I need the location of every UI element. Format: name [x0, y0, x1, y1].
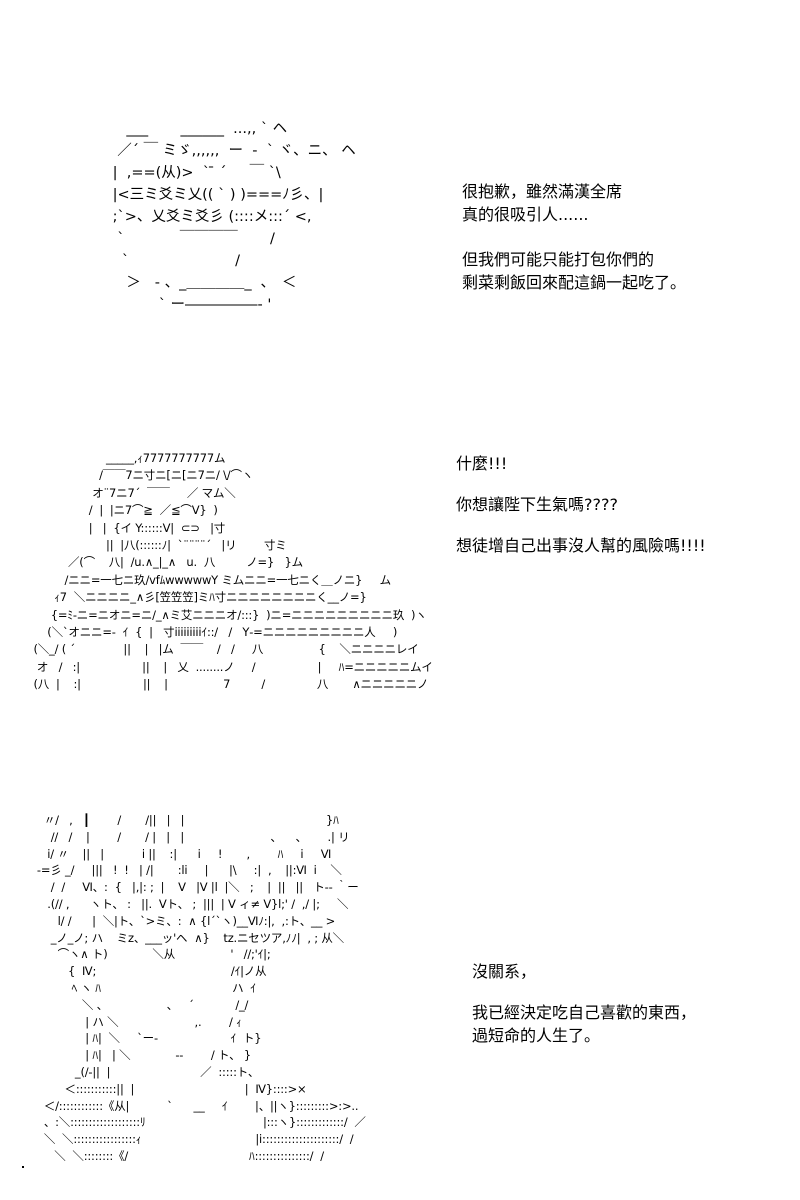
dialog-line-1: 很抱歉，雖然滿漢全席 真的很吸引人...... [462, 182, 623, 224]
ascii-art-pot: ___ ______ ...,, ` ヘ ／´ ￣ ミゞ,,,,,, ー - `… [112, 121, 356, 313]
ascii-art-character-hat: _____,ｨ7777777777ム /￣￣7ニ寸ニ[ニ[ニ7ニ/ \/⌒ヽ オ… [33, 451, 433, 692]
stray-dot [22, 1166, 24, 1168]
dialog-line-2: 但我們可能只能打包你們的 剩菜剩飯回來配這鍋一起吃了。 [462, 250, 687, 292]
dialog-line-2: 你想讓陛下生氣嗎???? [456, 495, 618, 514]
panel-apology: ___ ______ ...,, ` ヘ ／´ ￣ ミゞ,,,,,, ー - `… [0, 110, 800, 340]
dialog-panel-2: 什麼!!! 你想讓陛下生氣嗎???? 想徒增自己出事沒人幫的風險嗎!!!! [456, 452, 706, 575]
ascii-art-character-hair: 〃/ , ┃ / /|| | | }ﾊ // / | / / | | | 、 、… [36, 813, 366, 1163]
panel-shock: _____,ｨ7777777777ム /￣￣7ニ寸ニ[ニ[ニ7ニ/ \/⌒ヽ オ… [0, 440, 800, 720]
dialog-panel-3: 沒關系， 我已經決定吃自己喜歡的東西， 過短命的人生了。 [472, 960, 696, 1065]
panel-resolve: 〃/ , ┃ / /|| | | }ﾊ // / | / / | | | 、 、… [0, 800, 800, 1180]
dialog-line-3: 想徒增自己出事沒人幫的風險嗎!!!! [456, 536, 706, 555]
dialog-line-1: 沒關系， [472, 962, 537, 981]
dialog-line-2: 我已經決定吃自己喜歡的東西， 過短命的人生了。 [472, 1003, 697, 1045]
dialog-panel-1: 很抱歉，雖然滿漢全席 真的很吸引人...... 但我們可能只能打包你們的 剩菜剩… [462, 180, 686, 316]
dialog-line-1: 什麼!!! [456, 454, 508, 473]
